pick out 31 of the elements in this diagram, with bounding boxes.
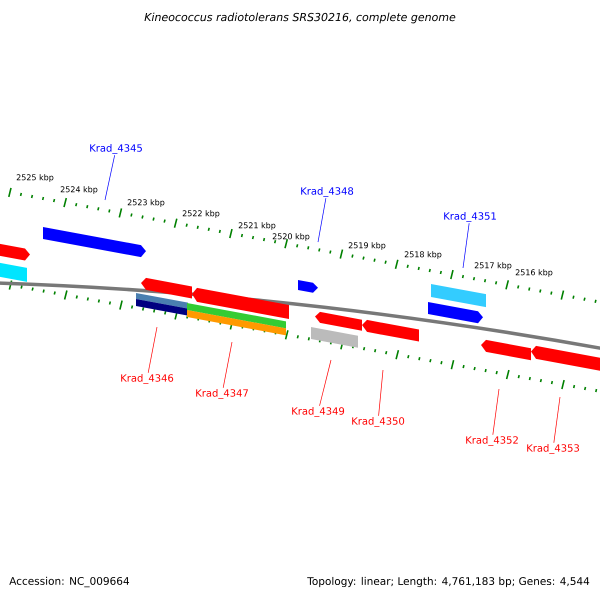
accession-text: Accession: NC_009664 — [9, 576, 130, 588]
gene-label: Krad_4348 — [301, 187, 354, 197]
scale-label: 2524 kbp — [60, 186, 98, 194]
scale-label: 2525 kbp — [16, 174, 54, 182]
genome-info-text: Topology: linear; Length: 4,761,183 bp; Genes: 4,544 — [307, 576, 590, 588]
leader-line — [318, 198, 326, 242]
scale-label: 2520 kbp — [272, 233, 310, 241]
scale-label: 2517 kbp — [474, 262, 512, 270]
leader-line — [462, 222, 470, 268]
gene-label: Krad_4352 — [466, 436, 518, 446]
leader-line — [104, 154, 116, 200]
scale-label: 2521 kbp — [238, 222, 276, 230]
gene-label: Krad_4350 — [352, 417, 404, 427]
gene-label: Krad_4347 — [196, 389, 248, 399]
scale-label: 2519 kbp — [348, 242, 386, 250]
leader-line — [148, 326, 158, 374]
gene-label: Krad_4353 — [527, 444, 579, 454]
leader-line — [492, 388, 500, 436]
gene-label: Krad_4351 — [444, 212, 496, 222]
leader-line — [222, 342, 232, 388]
gene-label: Krad_4346 — [121, 374, 174, 384]
scale-label: 2523 kbp — [128, 199, 164, 207]
gene-label: Krad_4345 — [90, 144, 142, 154]
leader-line — [553, 396, 560, 444]
leader-line — [378, 370, 384, 416]
title: Kineococcus radiotolerans SRS30216, complete genome — [144, 12, 456, 24]
scale-label: 2518 kbp — [404, 251, 442, 259]
scale-label: 2522 kbp — [182, 210, 220, 218]
leader-line — [319, 360, 332, 406]
scale-label: 2516 kbp — [516, 269, 552, 277]
gene-label: Krad_4349 — [292, 407, 344, 417]
